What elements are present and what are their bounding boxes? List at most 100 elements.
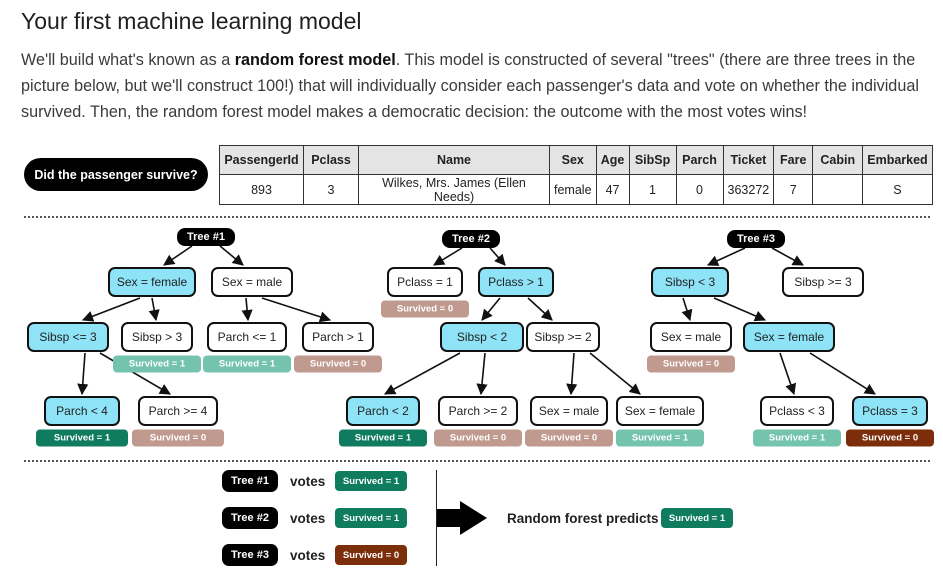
vertical-divider xyxy=(436,470,437,566)
tree-node: Parch >= 4 xyxy=(138,396,218,426)
cell-name: Wilkes, Mrs. James (Ellen Needs) xyxy=(358,174,550,205)
leaf-badge: Survived = 0 xyxy=(525,429,613,447)
intro-bold-term: random forest model xyxy=(234,51,396,69)
leaf-badge: Survived = 0 xyxy=(647,355,735,373)
votes-word: votes xyxy=(290,474,326,489)
passenger-table: PassengerId Pclass Name Sex Age SibSp Pa… xyxy=(219,145,933,205)
tree-node: Sibsp > 3 xyxy=(121,322,193,352)
tree-node: Parch > 1 xyxy=(302,322,374,352)
edge xyxy=(809,352,876,395)
edge xyxy=(566,352,578,396)
tree-node: Parch <= 1 xyxy=(207,322,287,352)
intro-paragraph: We'll build what's known as a random for… xyxy=(21,47,926,125)
tree-node: Sibsp >= 2 xyxy=(526,322,600,352)
tree-node: Pclass > 1 xyxy=(478,267,554,297)
leaf-badge: Survived = 1 xyxy=(113,355,201,373)
cell-ticket: 363272 xyxy=(722,174,775,205)
tree-node: Sex = male xyxy=(530,396,608,426)
edge xyxy=(261,297,332,323)
tree-3-label: Tree #3 xyxy=(727,230,785,248)
cell-fare: 7 xyxy=(773,174,814,205)
tree-node: Sibsp < 2 xyxy=(440,322,524,352)
leaf-badge: Survived = 0 xyxy=(294,355,382,373)
tree-node: Parch < 4 xyxy=(44,396,120,426)
edge xyxy=(219,245,244,266)
question-pill: Did the passenger survive? xyxy=(24,158,208,191)
page-title: Your first machine learning model xyxy=(21,8,362,34)
tree-node: Sex = female xyxy=(743,322,835,352)
right-arrow-icon xyxy=(437,501,487,535)
col-header: PassengerId xyxy=(219,145,304,175)
cell-sibsp: 1 xyxy=(628,174,677,205)
tree-node: Sex = female xyxy=(616,396,704,426)
edge xyxy=(476,352,488,396)
prediction-badge: Survived = 1 xyxy=(661,508,733,528)
col-header: Cabin xyxy=(812,145,864,175)
votes-word: votes xyxy=(290,548,326,563)
leaf-badge: Survived = 1 xyxy=(339,429,427,447)
edge xyxy=(241,297,253,322)
edge xyxy=(99,352,171,395)
leaf-badge: Survived = 1 xyxy=(616,429,704,447)
tree-node: Pclass < 3 xyxy=(760,396,834,426)
leaf-badge: Survived = 1 xyxy=(753,429,841,447)
dotted-divider-bottom xyxy=(24,460,930,462)
dotted-divider-top xyxy=(24,216,930,218)
prediction-label: Random forest predicts xyxy=(507,511,659,526)
vote-result-badge: Survived = 1 xyxy=(335,508,407,528)
intro-text-1: We'll build what's known as a xyxy=(21,51,235,69)
vote-result-badge: Survived = 1 xyxy=(335,471,407,491)
leaf-badge: Survived = 0 xyxy=(381,300,469,318)
col-header: Age xyxy=(595,145,630,175)
tree-node: Sex = male xyxy=(650,322,732,352)
col-header: Embarked xyxy=(862,145,933,175)
cell-passengerid: 893 xyxy=(219,174,304,205)
vote-tree-3-label: Tree #3 xyxy=(222,544,278,566)
tree-node: Parch >= 2 xyxy=(438,396,518,426)
intro-text-2: . This model is constructed of several "… xyxy=(21,51,919,121)
votes-word: votes xyxy=(290,511,326,526)
cell-parch: 0 xyxy=(675,174,724,205)
leaf-badge: Survived = 0 xyxy=(434,429,522,447)
edge xyxy=(163,245,193,266)
cell-sex: female xyxy=(549,174,597,205)
tree-node: Sibsp < 3 xyxy=(651,267,729,297)
cell-embarked: S xyxy=(862,174,933,205)
vote-result-badge: Survived = 0 xyxy=(335,545,407,565)
leaf-badge: Survived = 0 xyxy=(846,429,934,447)
edge xyxy=(713,297,767,322)
edge xyxy=(481,297,501,321)
cell-pclass: 3 xyxy=(303,174,359,205)
tree-node: Pclass = 3 xyxy=(852,396,928,426)
table-row: 893 3 Wilkes, Mrs. James (Ellen Needs) f… xyxy=(219,174,933,205)
cell-age: 47 xyxy=(595,174,630,205)
tree-node: Sex = female xyxy=(108,267,196,297)
tree-1-label: Tree #1 xyxy=(177,228,235,246)
edge xyxy=(706,247,746,266)
vote-tree-1-label: Tree #1 xyxy=(222,470,278,492)
tree-node: Parch < 2 xyxy=(346,396,420,426)
edge xyxy=(681,297,693,322)
tree-node: Sex = male xyxy=(211,267,293,297)
col-header: Parch xyxy=(675,145,724,175)
vote-tree-2-label: Tree #2 xyxy=(222,507,278,529)
edge xyxy=(527,297,553,321)
edge xyxy=(433,247,463,266)
leaf-badge: Survived = 0 xyxy=(132,429,224,447)
edge xyxy=(77,352,89,396)
edge xyxy=(384,352,461,395)
edge xyxy=(779,352,797,396)
edge xyxy=(148,297,160,322)
tree-node: Sibsp >= 3 xyxy=(782,267,864,297)
leaf-badge: Survived = 1 xyxy=(36,429,128,447)
tree-node: Sibsp <= 3 xyxy=(27,322,109,352)
edge xyxy=(81,297,141,322)
tree-2-label: Tree #2 xyxy=(442,230,500,248)
edge xyxy=(589,352,641,395)
tree-node: Pclass = 1 xyxy=(387,267,463,297)
edge xyxy=(771,247,804,266)
col-header: Ticket xyxy=(722,145,775,175)
leaf-badge: Survived = 1 xyxy=(203,355,291,373)
edge xyxy=(489,247,506,266)
